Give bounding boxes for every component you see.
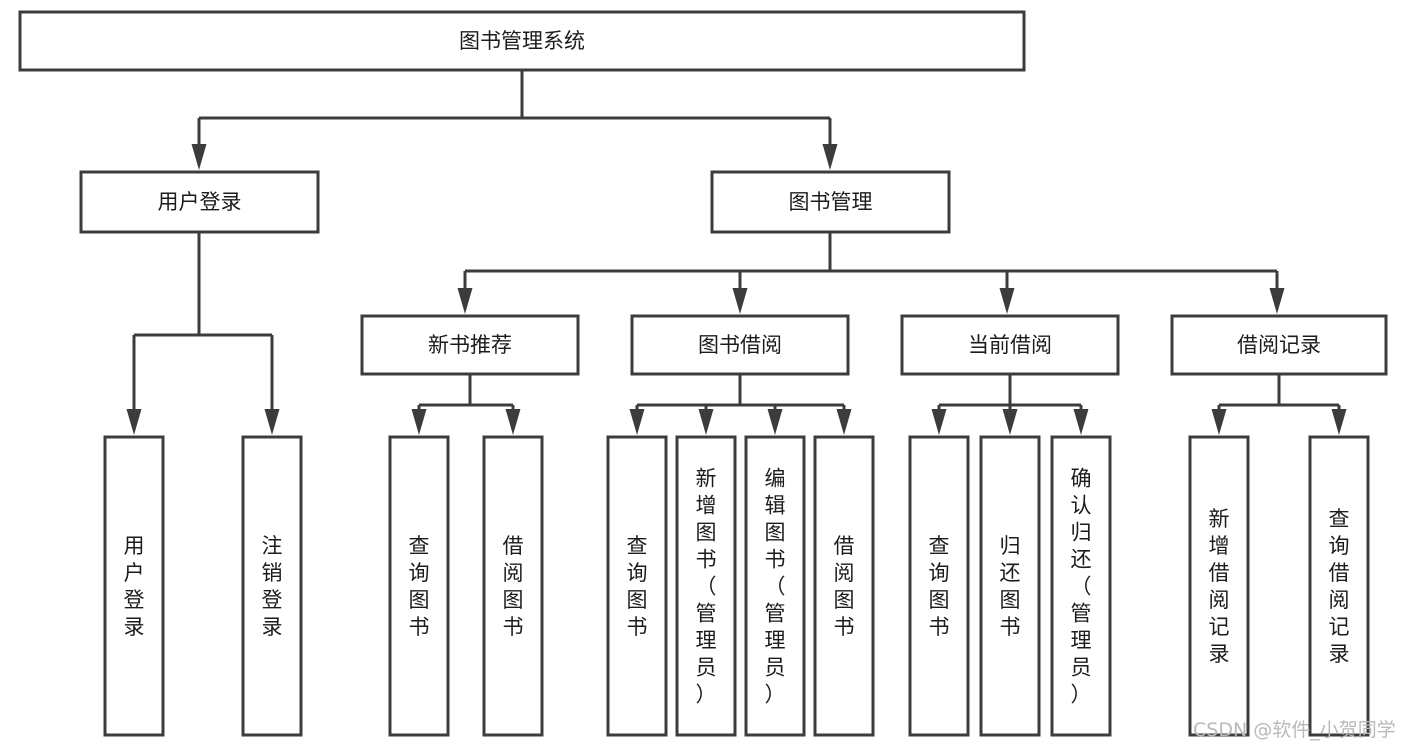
- arrow-head-icon: [457, 288, 473, 314]
- node-box[interactable]: [1050, 435, 1112, 737]
- node-label: 新书推荐: [428, 333, 512, 357]
- arrow-head-icon: [1331, 409, 1347, 435]
- node-new-book-rec[interactable]: 新书推荐: [360, 314, 580, 376]
- node-label: 确认归还（管理员）: [1071, 467, 1092, 707]
- node-box[interactable]: [1170, 314, 1388, 376]
- node-label: 新增借阅记录: [1209, 507, 1230, 666]
- node-leaf-user-login[interactable]: 用户登录: [103, 435, 165, 737]
- node-leaf-query-book-2[interactable]: 查询图书: [606, 435, 668, 737]
- arrow-head-icon: [126, 409, 142, 435]
- arrow-head-icon: [698, 409, 714, 435]
- arrow-head-icon: [999, 288, 1015, 314]
- node-label: 编辑图书（管理员）: [765, 467, 786, 707]
- node-current-borrow[interactable]: 当前借阅: [900, 314, 1120, 376]
- arrow-head-icon: [1002, 409, 1018, 435]
- node-label: 用户登录: [124, 534, 145, 639]
- node-user-login[interactable]: 用户登录: [79, 170, 320, 234]
- arrow-head-icon: [822, 144, 838, 170]
- node-box[interactable]: [710, 170, 951, 234]
- node-box[interactable]: [1308, 435, 1370, 737]
- node-leaf-add-record[interactable]: 新增借阅记录: [1188, 435, 1250, 737]
- node-box[interactable]: [79, 170, 320, 234]
- arrow-head-icon: [1269, 288, 1285, 314]
- node-leaf-query-record[interactable]: 查询借阅记录: [1308, 435, 1370, 737]
- node-box[interactable]: [813, 435, 875, 737]
- node-leaf-return-book[interactable]: 归还图书: [979, 435, 1041, 737]
- connector-bus-book-manage: [457, 232, 1285, 314]
- node-box[interactable]: [630, 314, 850, 376]
- node-leaf-logout[interactable]: 注销登录: [241, 435, 303, 737]
- node-box[interactable]: [388, 435, 450, 737]
- node-label: 归还图书: [1000, 534, 1021, 639]
- node-label: 借阅图书: [834, 534, 855, 639]
- node-label: 用户登录: [158, 190, 242, 214]
- node-box[interactable]: [241, 435, 303, 737]
- node-label: 查询图书: [409, 534, 430, 639]
- csdn-watermark: CSDN @软件_小贺同学: [1193, 719, 1396, 741]
- arrow-head-icon: [732, 288, 748, 314]
- node-label: 借阅记录: [1237, 333, 1321, 357]
- node-box[interactable]: [908, 435, 970, 737]
- node-box[interactable]: [979, 435, 1041, 737]
- node-leaf-query-book-3[interactable]: 查询图书: [908, 435, 970, 737]
- node-leaf-borrow-book-1[interactable]: 借阅图书: [482, 435, 544, 737]
- node-book-manage[interactable]: 图书管理: [710, 170, 951, 234]
- connector-bus-new-book-rec: [411, 374, 521, 435]
- arrow-head-icon: [411, 409, 427, 435]
- node-leaf-confirm-return[interactable]: 确认归还（管理员）: [1050, 435, 1112, 737]
- arrow-head-icon: [191, 144, 207, 170]
- node-box[interactable]: [744, 435, 806, 737]
- node-leaf-add-book[interactable]: 新增图书（管理员）: [675, 435, 737, 737]
- connectors-layer: [126, 70, 1347, 435]
- node-borrow-record[interactable]: 借阅记录: [1170, 314, 1388, 376]
- arrow-head-icon: [767, 409, 783, 435]
- arrow-head-icon: [931, 409, 947, 435]
- node-box[interactable]: [606, 435, 668, 737]
- node-root[interactable]: 图书管理系统: [18, 10, 1026, 72]
- arrow-head-icon: [629, 409, 645, 435]
- node-box[interactable]: [360, 314, 580, 376]
- node-box[interactable]: [675, 435, 737, 737]
- connector-bus-user-login: [126, 232, 280, 435]
- node-label: 注销登录: [262, 534, 283, 639]
- arrow-head-icon: [1073, 409, 1089, 435]
- connector-bus-root: [191, 70, 838, 170]
- node-leaf-query-book-1[interactable]: 查询图书: [388, 435, 450, 737]
- connector-bus-borrow-record: [1211, 374, 1347, 435]
- connector-bus-book-borrow: [629, 374, 852, 435]
- node-box[interactable]: [103, 435, 165, 737]
- node-label: 查询图书: [929, 534, 950, 639]
- node-box[interactable]: [18, 10, 1026, 72]
- node-label: 图书管理系统: [459, 29, 585, 53]
- node-leaf-edit-book[interactable]: 编辑图书（管理员）: [744, 435, 806, 737]
- node-leaf-borrow-book-2[interactable]: 借阅图书: [813, 435, 875, 737]
- node-label: 借阅图书: [503, 534, 524, 639]
- arrow-head-icon: [836, 409, 852, 435]
- node-box[interactable]: [482, 435, 544, 737]
- node-label: 查询图书: [627, 534, 648, 639]
- node-book-borrow[interactable]: 图书借阅: [630, 314, 850, 376]
- node-label: 查询借阅记录: [1329, 507, 1350, 666]
- arrow-head-icon: [505, 409, 521, 435]
- node-label: 图书管理: [789, 190, 873, 214]
- connector-bus-current-borrow: [931, 374, 1089, 435]
- node-label: 当前借阅: [968, 333, 1052, 357]
- arrow-head-icon: [1211, 409, 1227, 435]
- node-label: 新增图书（管理员）: [696, 467, 717, 707]
- arrow-head-icon: [264, 409, 280, 435]
- node-box[interactable]: [900, 314, 1120, 376]
- nodes-layer: 图书管理系统用户登录图书管理新书推荐图书借阅当前借阅借阅记录用户登录注销登录查询…: [18, 10, 1388, 737]
- node-label: 图书借阅: [698, 333, 782, 357]
- node-box[interactable]: [1188, 435, 1250, 737]
